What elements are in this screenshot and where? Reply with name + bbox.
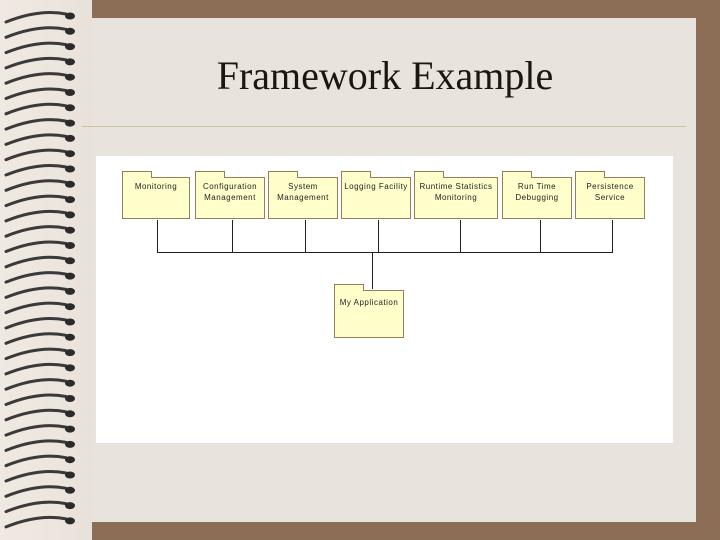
spiral-hole bbox=[65, 226, 75, 234]
spiral-ring bbox=[4, 72, 68, 85]
package-my-application: My Application bbox=[334, 284, 404, 338]
spiral-hole bbox=[65, 257, 75, 265]
spiral-ring bbox=[4, 56, 68, 70]
spiral-hole bbox=[65, 440, 75, 448]
connector-bus bbox=[157, 252, 612, 253]
spiral-hole bbox=[65, 517, 75, 525]
package-system-management: System Management bbox=[268, 171, 338, 219]
spiral-ring bbox=[4, 424, 68, 437]
spiral-ring bbox=[4, 225, 68, 238]
spiral-ring bbox=[4, 87, 68, 100]
spiral-ring bbox=[4, 454, 68, 468]
spiral-hole bbox=[65, 379, 75, 387]
spiral-ring bbox=[4, 301, 68, 315]
connector-to-app bbox=[372, 252, 373, 289]
connector-drop-2 bbox=[232, 220, 233, 253]
title-divider bbox=[82, 126, 686, 127]
connector-drop-1 bbox=[157, 220, 158, 253]
package-diagram: Monitoring Configuration Management Syst… bbox=[96, 156, 673, 443]
spiral-hole bbox=[65, 89, 75, 96]
slide-title: Framework Example bbox=[216, 53, 554, 98]
spiral-hole bbox=[65, 456, 75, 464]
spiral-ring bbox=[4, 408, 68, 422]
spiral-hole bbox=[65, 502, 75, 510]
spiral-hole bbox=[65, 395, 75, 402]
spiral-hole bbox=[65, 150, 75, 158]
spiral-hole bbox=[65, 303, 75, 311]
package-monitoring: Monitoring bbox=[122, 171, 190, 219]
spiral-hole bbox=[65, 165, 75, 173]
spiral-ring bbox=[4, 102, 68, 116]
spiral-ring bbox=[4, 41, 68, 55]
spiral-hole bbox=[65, 211, 75, 219]
spiral-hole bbox=[65, 196, 75, 204]
spiral-ring bbox=[4, 194, 68, 208]
connector-drop-6 bbox=[540, 220, 541, 253]
spiral-hole bbox=[65, 104, 75, 112]
spiral-ring bbox=[4, 393, 68, 406]
spiral-ring bbox=[4, 26, 68, 39]
spiral-ring bbox=[4, 209, 68, 223]
spiral-ring bbox=[4, 347, 68, 361]
spiral-ring bbox=[4, 118, 68, 131]
spiral-hole bbox=[65, 287, 75, 295]
connector-drop-3 bbox=[305, 220, 306, 253]
spiral-ring bbox=[4, 163, 68, 177]
spiral-hole bbox=[65, 119, 75, 127]
spiral-ring bbox=[4, 133, 68, 146]
package-configuration-management: Configuration Management bbox=[195, 171, 265, 219]
spiral-ring bbox=[4, 148, 68, 162]
connector-drop-5 bbox=[460, 220, 461, 253]
spiral-hole bbox=[65, 134, 75, 142]
spiral-hole bbox=[65, 12, 75, 20]
spiral-ring bbox=[4, 10, 68, 24]
spiral-hole bbox=[65, 272, 75, 280]
package-runtime-statistics-monitoring: Runtime Statistics Monitoring bbox=[414, 171, 498, 219]
spiral-hole bbox=[65, 425, 75, 433]
package-runtime-debugging: Run Time Debugging bbox=[502, 171, 572, 219]
spiral-ring bbox=[4, 240, 68, 253]
spiral-hole bbox=[65, 58, 75, 66]
spiral-hole bbox=[65, 318, 75, 326]
spiral-hole bbox=[65, 43, 75, 51]
spiral-ring bbox=[4, 332, 68, 345]
spiral-hole bbox=[65, 486, 75, 494]
spiral-ring bbox=[4, 255, 68, 269]
spiral-ring bbox=[4, 286, 68, 299]
spiral-hole bbox=[65, 471, 75, 479]
package-persistence-service: Persistence Service bbox=[575, 171, 645, 219]
connector-drop-4 bbox=[378, 220, 379, 253]
spiral-ring bbox=[4, 179, 68, 192]
spiral-hole bbox=[65, 242, 75, 249]
spiral-ring bbox=[4, 271, 68, 284]
spiral-ring bbox=[4, 485, 68, 498]
spiral-hole bbox=[65, 333, 75, 341]
spiral-ring bbox=[4, 469, 68, 483]
spiral-binding-icon bbox=[4, 10, 75, 529]
connector-drop-7 bbox=[612, 220, 613, 253]
package-logging-facility: Logging Facility bbox=[341, 171, 411, 219]
spiral-hole bbox=[65, 410, 75, 418]
spiral-ring bbox=[4, 515, 68, 529]
spiral-hole bbox=[65, 73, 75, 81]
spiral-hole bbox=[65, 364, 75, 372]
spiral-ring bbox=[4, 500, 68, 514]
spiral-ring bbox=[4, 362, 68, 376]
spiral-ring bbox=[4, 378, 68, 391]
spiral-ring bbox=[4, 316, 68, 330]
spiral-hole bbox=[65, 180, 75, 188]
spiral-hole bbox=[65, 349, 75, 357]
spiral-ring bbox=[4, 439, 68, 452]
spiral-hole bbox=[65, 27, 75, 35]
